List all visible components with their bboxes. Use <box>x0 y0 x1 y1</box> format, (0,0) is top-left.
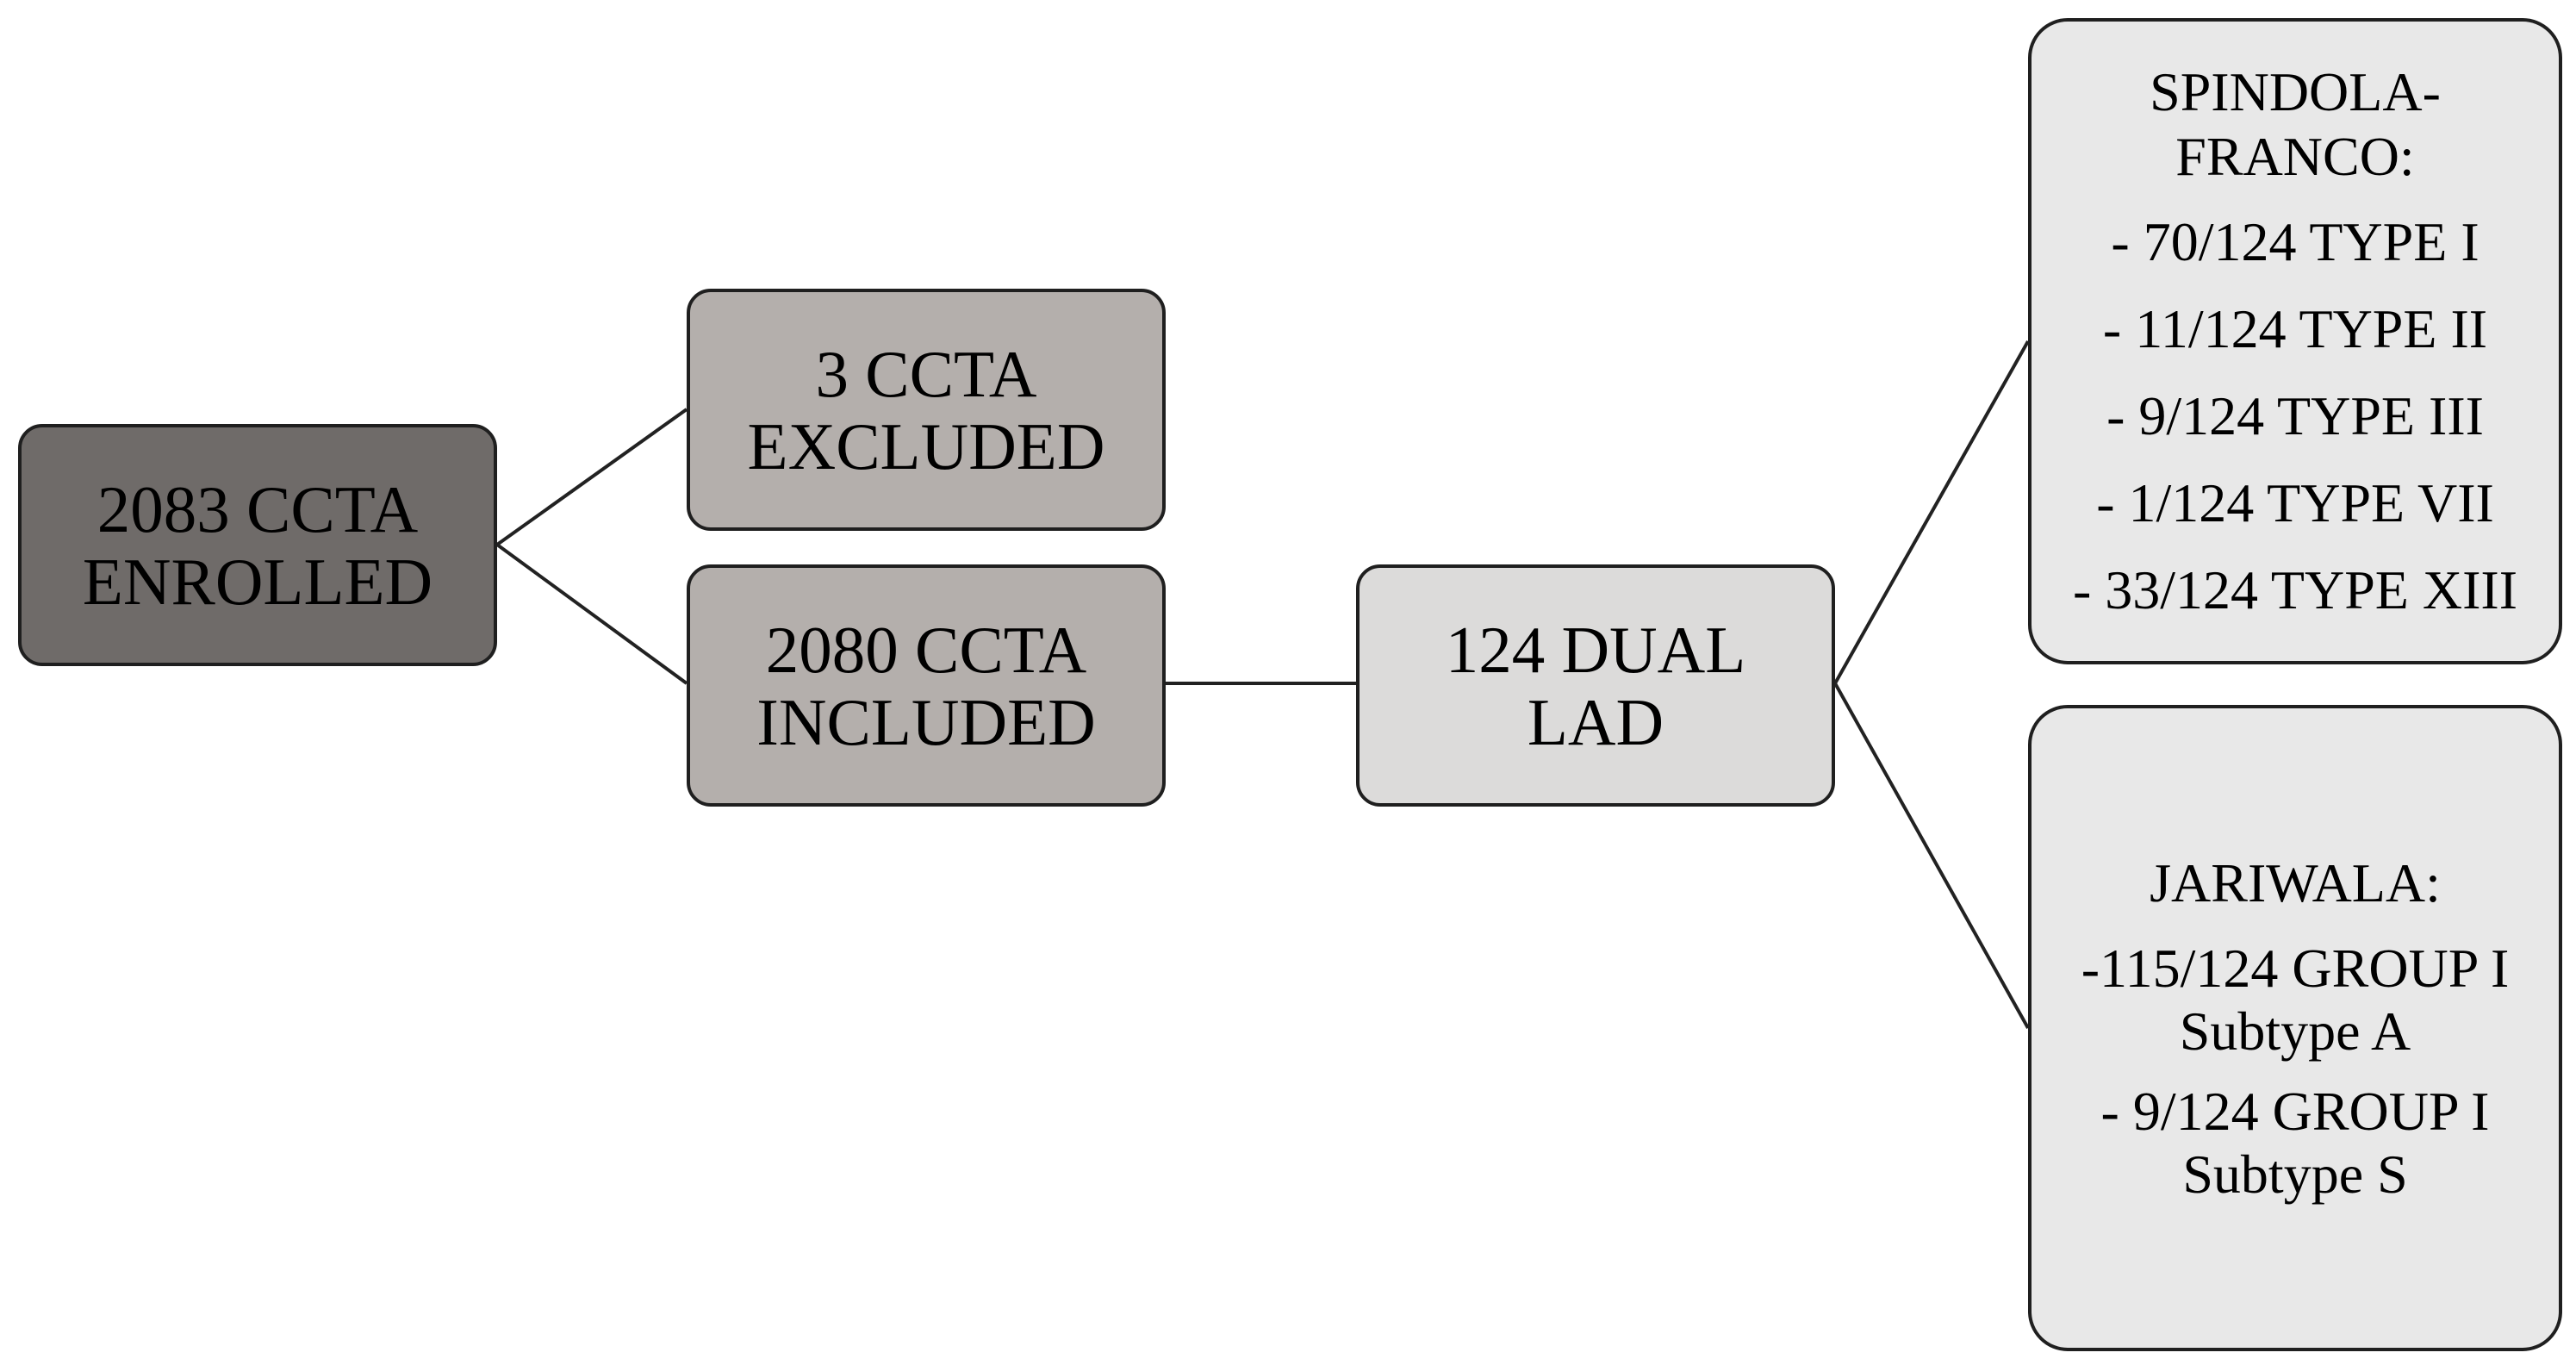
jariwala-item-1-line-2: Subtype A <box>2179 1000 2411 1062</box>
included-line-1: 2080 CCTA <box>765 612 1087 687</box>
connector-dual-lad-to-spindola <box>1833 340 2030 684</box>
jariwala-item-1-line-1: -115/124 GROUP I <box>2081 937 2510 999</box>
enrolled-line-1: 2083 CCTA <box>96 471 419 546</box>
included-line-2: INCLUDED <box>756 684 1096 759</box>
spindola-franco-box: SPINDOLA- FRANCO: - 70/124 TYPE I - 11/1… <box>2028 18 2562 664</box>
excluded-line-2: EXCLUDED <box>747 408 1105 483</box>
excluded-line-1: 3 CCTA <box>815 336 1037 411</box>
spindola-item: - 9/124 TYPE III <box>2106 384 2484 446</box>
connector-enrolled-to-excluded <box>495 408 688 546</box>
enrolled-line-2: ENROLLED <box>82 544 433 619</box>
spindola-heading-line-2: FRANCO: <box>2175 125 2415 187</box>
spindola-heading-line-1: SPINDOLA- <box>2150 60 2441 122</box>
spindola-item: - 70/124 TYPE I <box>2111 210 2480 272</box>
dual-lad-line-2: LAD <box>1527 684 1664 759</box>
excluded-box: 3 CCTA EXCLUDED <box>687 289 1166 531</box>
jariwala-heading: JARIWALA: <box>2150 851 2441 913</box>
spindola-item: - 11/124 TYPE II <box>2102 297 2488 359</box>
spindola-item: - 33/124 TYPE XIII <box>2072 558 2518 620</box>
included-box: 2080 CCTA INCLUDED <box>687 564 1166 807</box>
jariwala-item-2-line-1: - 9/124 GROUP I <box>2100 1080 2490 1142</box>
connector-enrolled-to-included <box>495 543 688 685</box>
jariwala-box: JARIWALA: -115/124 GROUP I Subtype A - 9… <box>2028 705 2562 1351</box>
spindola-item: - 1/124 TYPE VII <box>2096 471 2494 533</box>
enrolled-box: 2083 CCTA ENROLLED <box>18 424 497 666</box>
dual-lad-line-1: 124 DUAL <box>1445 612 1746 687</box>
dual-lad-box: 124 DUAL LAD <box>1356 564 1835 807</box>
jariwala-item-2-line-2: Subtype S <box>2182 1143 2408 1205</box>
connector-dual-lad-to-jariwala <box>1833 682 2030 1029</box>
